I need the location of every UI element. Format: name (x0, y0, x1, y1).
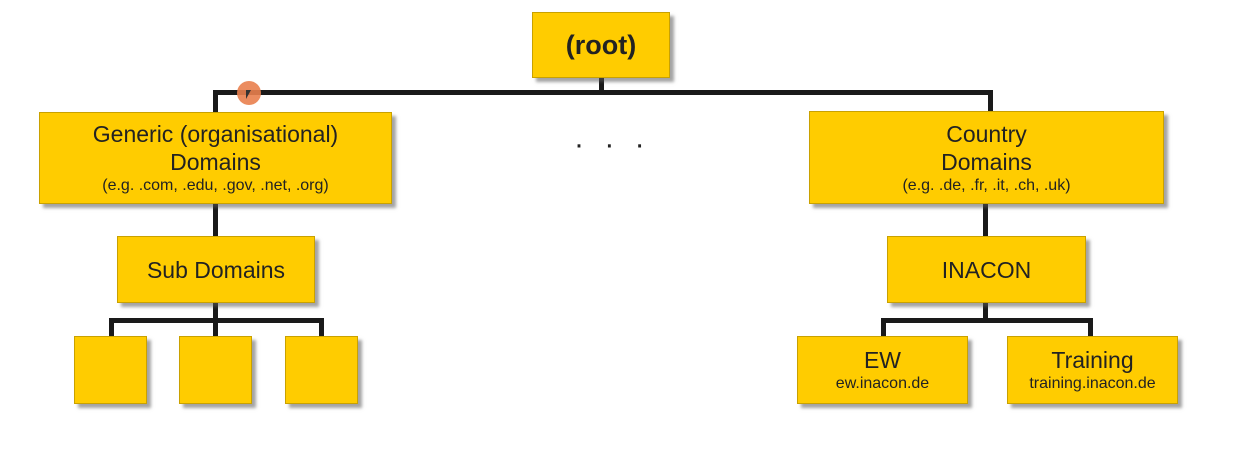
ew-title: EW (863, 347, 902, 373)
ellipsis: · · · (574, 128, 651, 161)
country-title-line1: Country (946, 120, 1027, 147)
training-title: Training (1051, 347, 1134, 373)
inacon-label: INACON (941, 256, 1032, 283)
generic-examples: (e.g. .com, .edu, .gov, .net, .org) (102, 177, 329, 194)
leaf-3-drop (319, 318, 324, 338)
leaf-2-drop (213, 318, 218, 338)
inacon-stem (983, 302, 988, 320)
generic-domains-node: Generic (organisational) Domains (e.g. .… (39, 112, 392, 204)
ew-host: ew.inacon.de (835, 375, 930, 392)
leaf-1-drop (109, 318, 114, 338)
training-drop (1088, 318, 1093, 338)
leaf-node (74, 336, 147, 404)
sub-domains-label: Sub Domains (146, 256, 286, 283)
training-host: training.inacon.de (1029, 375, 1156, 392)
root-node: (root) (532, 12, 670, 78)
root-label: (root) (565, 29, 637, 60)
generic-title-line2: Domains (170, 149, 261, 175)
subdomains-stem (213, 302, 218, 320)
country-drop (988, 90, 993, 114)
country-title-line2: Domains (941, 148, 1032, 175)
leaf-node (285, 336, 358, 404)
top-level-bus (213, 90, 993, 95)
generic-drop (213, 90, 218, 114)
leaf-node (179, 336, 252, 404)
root-stem (599, 78, 604, 92)
generic-to-subdomains-connector (213, 203, 218, 239)
inacon-node: INACON (887, 236, 1086, 303)
ew-drop (881, 318, 886, 338)
country-examples: (e.g. .de, .fr, .it, .ch, .uk) (902, 176, 1071, 194)
country-to-inacon-connector (983, 203, 988, 239)
pointer-arrow-icon (246, 90, 251, 99)
country-domains-node: Country Domains (e.g. .de, .fr, .it, .ch… (809, 111, 1164, 204)
sub-domains-node: Sub Domains (117, 236, 315, 303)
inacon-bus (881, 318, 1093, 323)
ew-node: EW ew.inacon.de (797, 336, 968, 404)
generic-title-line1: Generic (organisational) (92, 121, 339, 147)
training-node: Training training.inacon.de (1007, 336, 1178, 404)
